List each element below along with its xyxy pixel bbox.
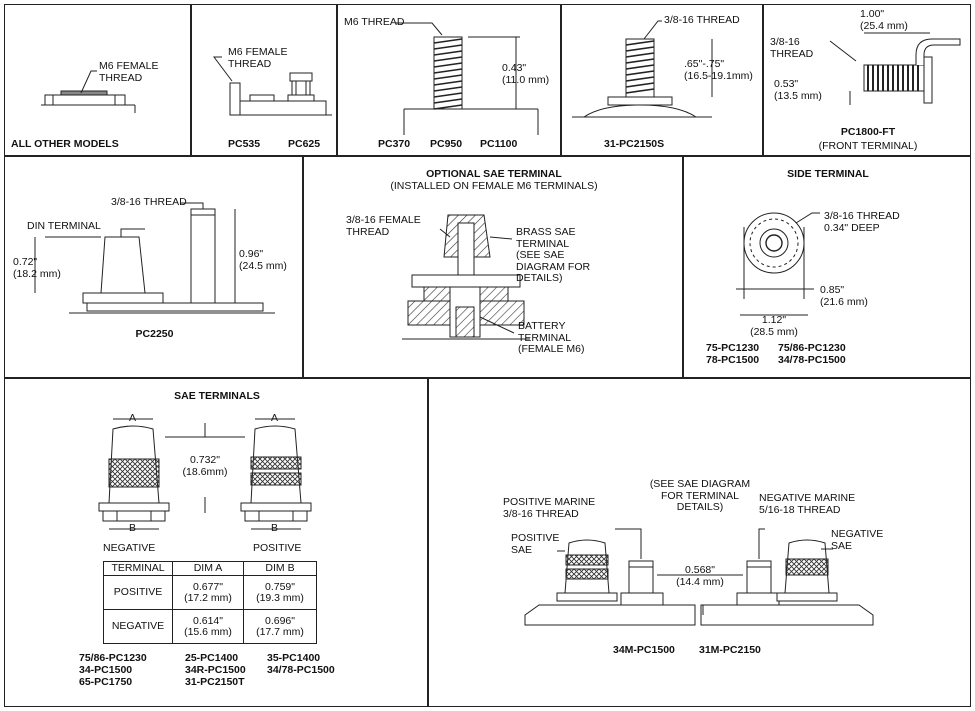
sae-height-dim: 0.732" (18.6mm) bbox=[182, 454, 228, 478]
pc2250-din-dim: 0.72" (18.2 mm) bbox=[13, 256, 61, 280]
panel-pc370: M6 THREAD 0.43" (11.0 mm) PC370 PC950 PC… bbox=[337, 4, 561, 156]
pc1800-height-label: 0.53" (13.5 mm) bbox=[774, 78, 822, 102]
pc2250-din-label: DIN TERMINAL bbox=[27, 220, 101, 232]
panel-31-pc2150s: 3/8-16 THREAD .65"-.75" (16.5-19.1mm) 31… bbox=[561, 4, 763, 156]
pc535-model: PC535 bbox=[228, 138, 261, 150]
panel-pc1800-ft: 1.00" (25.4 mm) 3/8-16 THREAD 0.53" (13.… bbox=[763, 4, 971, 156]
sae-model-7: 65-PC1750 bbox=[79, 676, 133, 688]
sae-model-8: 31-PC2150T bbox=[185, 676, 245, 688]
marine-pos-sae: POSITIVE SAE bbox=[511, 532, 560, 556]
pc1800-len-label: 1.00" (25.4 mm) bbox=[860, 8, 908, 32]
side-thread-label: 3/8-16 THREAD 0.34" DEEP bbox=[824, 210, 900, 234]
panel-pc535-pc625: M6 FEMALE THREAD PC535 PC625 bbox=[191, 4, 337, 156]
optional-sae-title: OPTIONAL SAE TERMINAL bbox=[426, 168, 562, 180]
panel-side-terminal: SIDE TERMINAL 3/8-16 THREAD 0.34" DEEP 0… bbox=[683, 156, 971, 378]
marine-neg-thread: NEGATIVE MARINE 5/16-18 THREAD bbox=[759, 492, 856, 516]
marine-neg-sae: NEGATIVE SAE bbox=[831, 528, 884, 552]
optional-battery-label: BATTERY TERMINAL (FEMALE M6) bbox=[518, 320, 585, 355]
pc950-model: PC950 bbox=[430, 138, 463, 150]
sae-title: SAE TERMINALS bbox=[174, 390, 260, 402]
pc625-model: PC625 bbox=[288, 138, 321, 150]
table-cell: NEGATIVE bbox=[103, 609, 173, 644]
pc1800-thread-label: 3/8-16 THREAD bbox=[770, 36, 814, 60]
sae-model-5: 34R-PC1500 bbox=[185, 664, 246, 676]
table-header: DIM B bbox=[243, 561, 317, 576]
marine-dim: 0.568" (14.4 mm) bbox=[676, 564, 724, 588]
table-cell: 0.759" (19.3 mm) bbox=[243, 575, 317, 610]
sae-neg-dim-b: B bbox=[129, 522, 137, 534]
pc370-model: PC370 bbox=[378, 138, 411, 150]
marine-pos-thread: POSITIVE MARINE 3/8-16 THREAD bbox=[503, 496, 596, 520]
optional-brass-label: BRASS SAE TERMINAL (SEE SAE DIAGRAM FOR … bbox=[516, 226, 591, 284]
sae-dimension-table: TERMINAL DIM A DIM B POSITIVE 0.677" (17… bbox=[103, 561, 317, 644]
pc1800-sub: (FRONT TERMINAL) bbox=[818, 140, 918, 152]
pc535-thread-label: M6 FEMALE THREAD bbox=[228, 46, 288, 70]
table-header: TERMINAL bbox=[103, 561, 173, 576]
marine-terminals-drawing bbox=[524, 528, 874, 626]
pc535-drawing bbox=[213, 56, 332, 116]
table-header: DIM A bbox=[172, 561, 244, 576]
side-model-4: 34/78-PC1500 bbox=[778, 354, 846, 366]
sae-model-3: 35-PC1400 bbox=[267, 652, 321, 664]
sae-neg-dim-a: A bbox=[129, 412, 137, 424]
pc1800-drawing bbox=[829, 32, 961, 105]
pc370-dim-label: 0.43" (11.0 mm) bbox=[502, 62, 550, 86]
pc2150s-thread-label: 3/8-16 THREAD bbox=[664, 14, 740, 26]
optional-sae-drawing bbox=[402, 214, 530, 340]
sae-pos-dim-b: B bbox=[271, 522, 279, 534]
pc2250-model: PC2250 bbox=[135, 328, 174, 340]
panel-optional-sae: OPTIONAL SAE TERMINAL (INSTALLED ON FEMA… bbox=[303, 156, 683, 378]
sae-model-4: 34-PC1500 bbox=[79, 664, 133, 676]
all-other-models-drawing bbox=[41, 70, 136, 113]
table-cell: 0.696" (17.7 mm) bbox=[243, 609, 317, 644]
side-small-dim: 0.85" (21.6 mm) bbox=[820, 284, 868, 308]
panel-sae-terminals: SAE TERMINALS A A B B 0.732" (18.6mm) NE… bbox=[4, 378, 428, 707]
side-model-3: 78-PC1500 bbox=[706, 354, 760, 366]
all-other-caption: ALL OTHER MODELS bbox=[11, 138, 119, 150]
pc370-thread-label: M6 THREAD bbox=[344, 16, 405, 28]
pc2250-thread-label: 3/8-16 THREAD bbox=[111, 196, 187, 208]
all-other-thread-label: M6 FEMALE THREAD bbox=[99, 60, 159, 84]
sae-model-1: 75/86-PC1230 bbox=[79, 652, 147, 664]
sae-model-6: 34/78-PC1500 bbox=[267, 664, 335, 676]
sae-negative-label: NEGATIVE bbox=[103, 542, 156, 554]
marine-model-1: 34M-PC1500 bbox=[613, 644, 675, 656]
table-header-row: TERMINAL DIM A DIM B bbox=[103, 561, 317, 576]
pc2150s-drawing bbox=[572, 20, 713, 118]
pc2150s-dim-label: .65"-.75" (16.5-19.1mm) bbox=[684, 58, 753, 82]
panel-pc2250: 3/8-16 THREAD DIN TERMINAL 0.72" (18.2 m… bbox=[4, 156, 303, 378]
pc2250-post-dim: 0.96" (24.5 mm) bbox=[239, 248, 287, 272]
table-cell: 0.614" (15.6 mm) bbox=[172, 609, 244, 644]
sae-positive-label: POSITIVE bbox=[253, 542, 302, 554]
sae-terminals-drawing bbox=[98, 418, 312, 530]
sae-pos-dim-a: A bbox=[271, 412, 279, 424]
pc1100-model: PC1100 bbox=[480, 138, 518, 150]
panel-all-other-models: M6 FEMALE THREAD ALL OTHER MODELS bbox=[4, 4, 191, 156]
table-row: POSITIVE 0.677" (17.2 mm) 0.759" (19.3 m… bbox=[103, 575, 317, 610]
pc370-drawing bbox=[396, 22, 539, 135]
panel-marine-terminals: (SEE SAE DIAGRAM FOR TERMINAL DETAILS) P… bbox=[428, 378, 971, 707]
side-terminal-drawing bbox=[736, 212, 820, 316]
table-row: NEGATIVE 0.614" (15.6 mm) 0.696" (17.7 m… bbox=[103, 609, 317, 644]
side-terminal-title: SIDE TERMINAL bbox=[787, 168, 869, 180]
pc2150s-model: 31-PC2150S bbox=[604, 138, 665, 150]
side-model-1: 75-PC1230 bbox=[706, 342, 760, 354]
table-cell: 0.677" (17.2 mm) bbox=[172, 575, 244, 610]
side-model-2: 75/86-PC1230 bbox=[778, 342, 846, 354]
optional-sae-subtitle: (INSTALLED ON FEMALE M6 TERMINALS) bbox=[390, 180, 598, 192]
sae-model-2: 25-PC1400 bbox=[185, 652, 239, 664]
marine-model-2: 31M-PC2150 bbox=[699, 644, 761, 656]
pc2250-drawing bbox=[34, 202, 275, 314]
optional-female-thread: 3/8-16 FEMALE THREAD bbox=[346, 214, 421, 238]
pc1800-model: PC1800-FT bbox=[840, 126, 896, 138]
marine-note: (SEE SAE DIAGRAM FOR TERMINAL DETAILS) bbox=[649, 478, 751, 513]
side-width-dim: 1.12" (28.5 mm) bbox=[750, 314, 798, 338]
table-cell: POSITIVE bbox=[103, 575, 173, 610]
